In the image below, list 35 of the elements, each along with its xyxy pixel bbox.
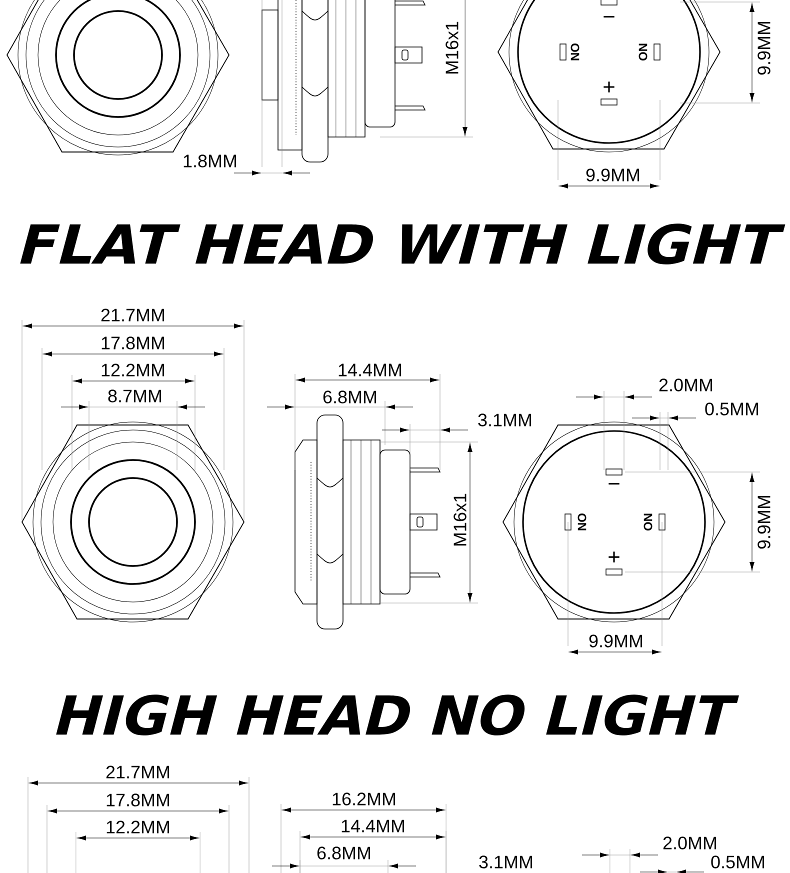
dimension-label: 0.5MM — [705, 402, 758, 416]
dimension-label: 21.7MM — [101, 308, 164, 322]
dimension-label: 16.2MM — [332, 792, 396, 806]
section-heading: HIGH HEAD NO LIGHT — [56, 694, 739, 736]
polarity-sign: − — [604, 16, 614, 18]
polarity-sign: − — [608, 482, 620, 485]
dimension-label: M16x1 — [454, 494, 466, 546]
dimension-label: 1.8MM — [184, 154, 236, 168]
dimension-label: 8.7MM — [108, 390, 162, 402]
dimension-label: 6.8MM — [323, 390, 376, 404]
dimension-label: 9.9MM — [589, 634, 642, 648]
dimension-label: 2.0MM — [663, 836, 716, 850]
dimension-label: 9.9MM — [758, 22, 770, 75]
dimension-label: M16x1 — [446, 22, 458, 74]
dimension-label: 17.8MM — [106, 794, 170, 806]
dimension-label: 21.7MM — [106, 766, 170, 778]
terminal-label: NO — [638, 44, 648, 60]
dimension-label: 12.2MM — [102, 364, 164, 376]
dimension-label: 3.1MM — [478, 414, 532, 426]
terminal-label: NO — [644, 514, 652, 530]
dimension-label: 3.1MM — [479, 856, 532, 868]
dimension-label: 9.9MM — [586, 168, 640, 182]
dimension-label: 9.9MM — [758, 496, 770, 549]
dimension-label: 12.2MM — [106, 820, 170, 834]
polarity-sign: + — [604, 82, 614, 92]
dimension-label: 2.0MM — [659, 378, 712, 392]
section-heading: FLAT HEAD WITH LIGHT — [20, 224, 786, 264]
terminal-label: NO — [570, 44, 580, 60]
terminal-label: NO — [578, 514, 586, 530]
dimension-label: 6.8MM — [317, 846, 370, 860]
dimension-label: 14.4MM — [338, 364, 402, 376]
polarity-sign: + — [608, 552, 620, 562]
dimension-label: 0.5MM — [711, 856, 764, 868]
dimension-label: 17.8MM — [102, 336, 164, 350]
dimension-label: 14.4MM — [342, 820, 404, 832]
